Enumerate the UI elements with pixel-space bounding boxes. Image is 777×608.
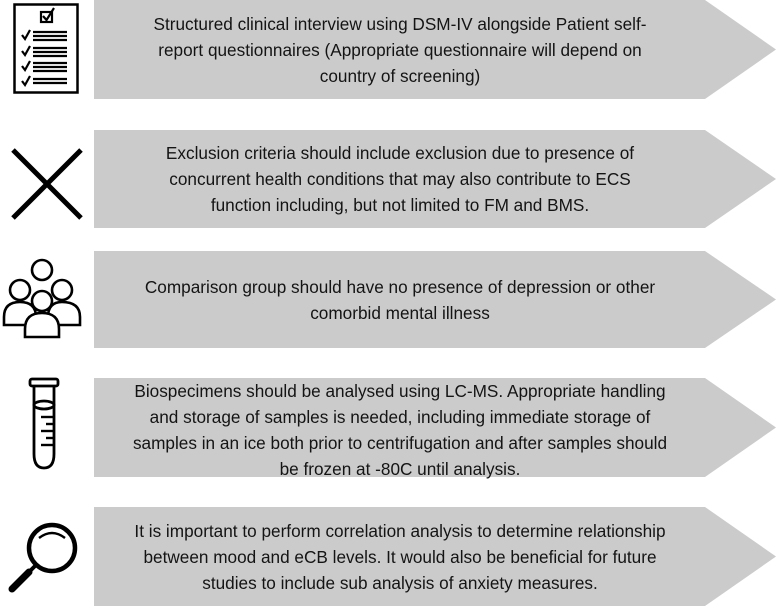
step-4: Biospecimens should be analysed using LC… — [0, 377, 777, 479]
step-text: Comparison group should have no presence… — [94, 251, 706, 348]
step-text-line: studies to include sub analysis of anxie… — [202, 572, 598, 593]
step-text-line: Biospecimens should be analysed using LC… — [134, 381, 666, 401]
checklist-icon — [0, 0, 90, 99]
step-arrow-shape — [94, 251, 776, 348]
step-text: It is important to perform correlation a… — [94, 507, 706, 606]
step-2: Exclusion criteria should include exclus… — [0, 130, 777, 228]
step-text-line: Structured clinical interview using DSM-… — [153, 13, 647, 34]
step-arrow-shape — [94, 507, 776, 606]
step-text: Biospecimens should be analysed using LC… — [94, 378, 706, 479]
step-arrow-shape — [94, 378, 776, 477]
magnifier-icon — [0, 507, 90, 606]
step-text-line: Comparison group should have no presence… — [144, 276, 656, 297]
step-text-line: be frozen at -80C until analysis. — [279, 459, 521, 479]
step-text-line: samples in an ice both prior to centrifu… — [132, 433, 668, 453]
step-arrow-shape — [94, 130, 776, 228]
step-text: Structured clinical interview using DSM-… — [94, 0, 706, 99]
step-text-line: Exclusion criteria should include exclus… — [165, 143, 635, 163]
step-text-line: concurrent health conditions that may al… — [169, 169, 631, 189]
step-text-line: between mood and eCB levels. It would al… — [143, 546, 657, 567]
step-text-line: report questionnaires (Appropriate quest… — [158, 39, 642, 60]
step-1: Structured clinical interview using DSM-… — [0, 0, 777, 99]
step-text-line: It is important to perform correlation a… — [134, 520, 666, 541]
group-icon — [0, 251, 90, 348]
step-5: It is important to perform correlation a… — [0, 507, 777, 606]
step-text-line: comorbid mental illness — [310, 302, 490, 323]
step-text-line: country of screening) — [319, 65, 481, 86]
step-arrow-shape — [94, 0, 776, 99]
step-text-line: and storage of samples is needed, includ… — [149, 407, 651, 427]
step-3: Comparison group should have no presence… — [0, 251, 777, 348]
test-tube-icon — [0, 377, 90, 477]
cross-icon — [0, 130, 90, 228]
step-text: Exclusion criteria should include exclus… — [94, 130, 706, 228]
step-text-line: function including, but not limited to F… — [210, 195, 590, 215]
